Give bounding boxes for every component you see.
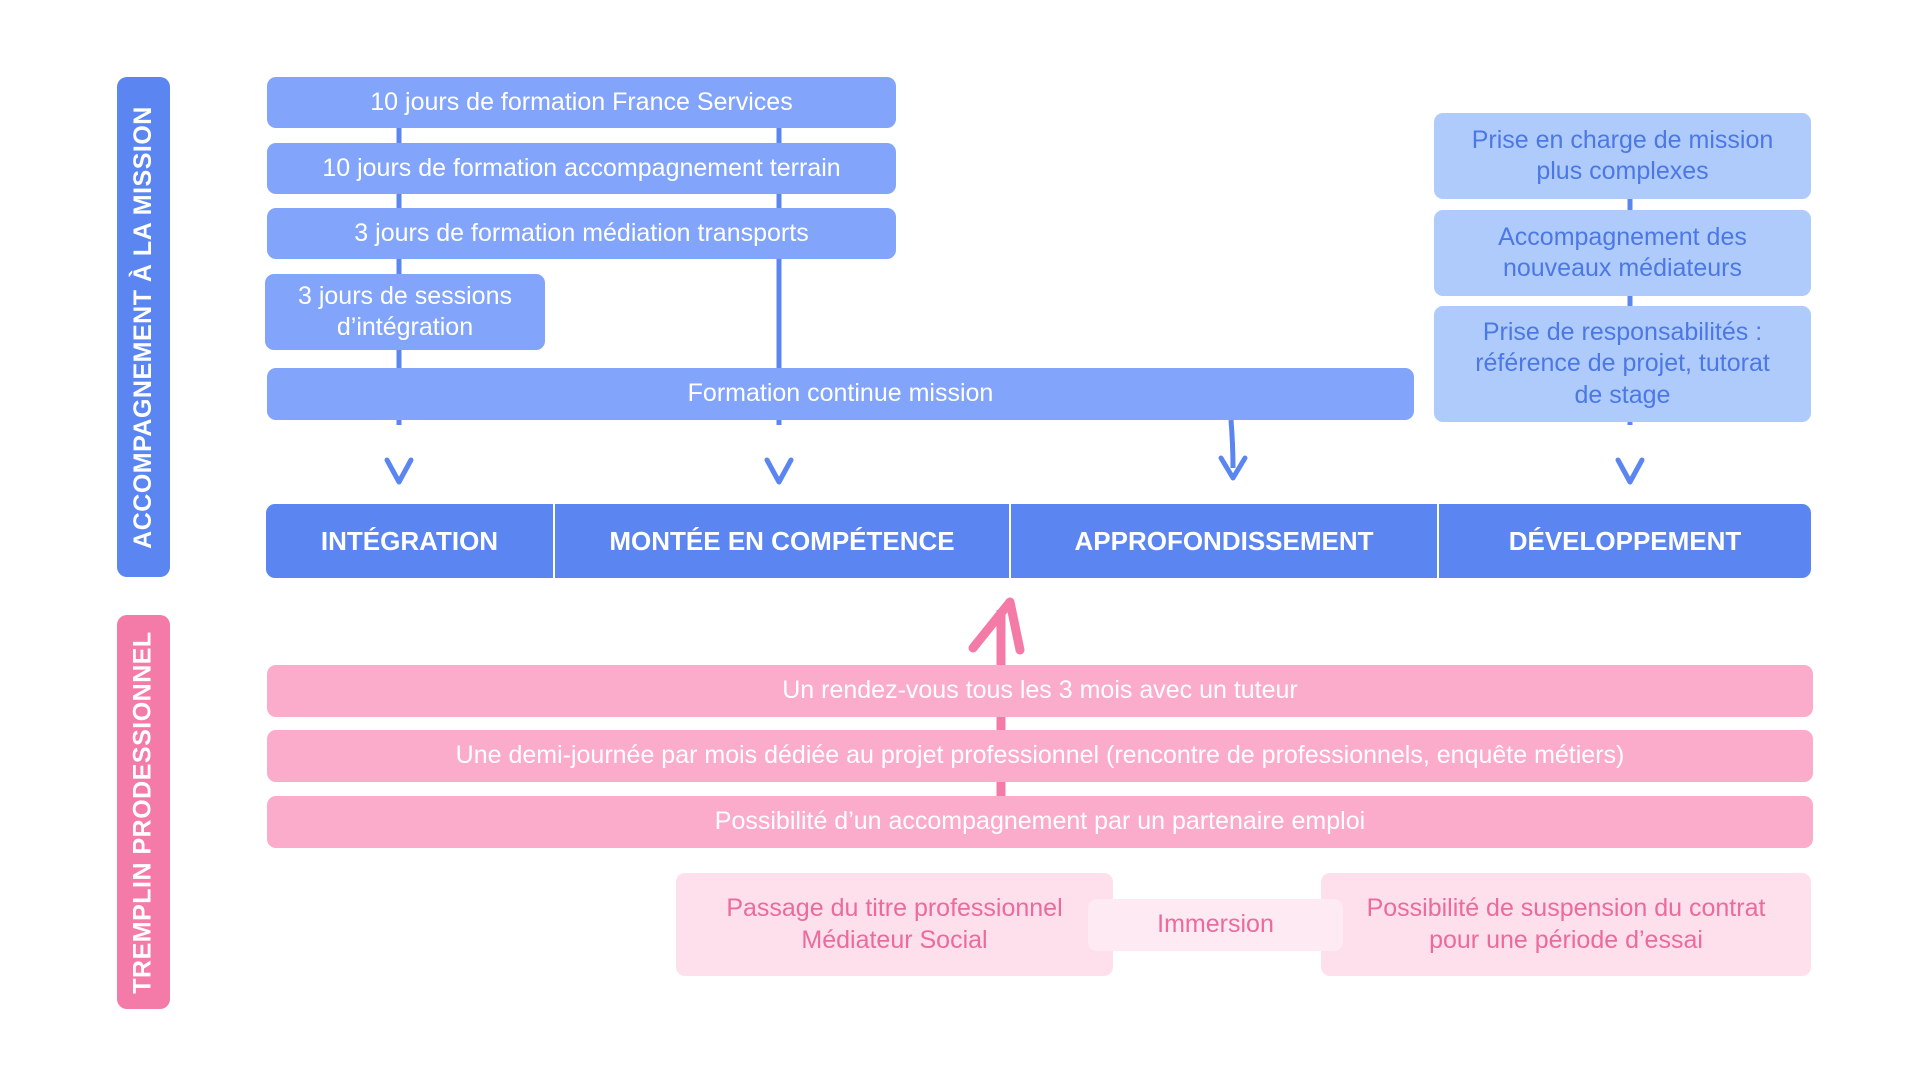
training-box-transports: 3 jours de formation médiation transport… — [267, 208, 896, 259]
phase-approfondissement: APPROFONDISSEMENT — [1009, 504, 1437, 578]
arrow-down-icon — [764, 457, 794, 485]
dev-label: Accompagnement des nouveaux médiateurs — [1498, 222, 1747, 282]
dev-box-responsibilities: Prise de responsabilités : référence de … — [1434, 306, 1811, 422]
phase-label: MONTÉE EN COMPÉTENCE — [609, 525, 955, 556]
tremplin-box-label: Immersion — [1157, 910, 1274, 939]
tremplin-box-label: Possibilité de suspension du contrat pou… — [1366, 894, 1766, 954]
phase-label: DÉVELOPPEMENT — [1508, 525, 1742, 556]
dev-label: Prise de responsabilités : référence de … — [1475, 318, 1770, 409]
phase-montee-competence: MONTÉE EN COMPÉTENCE — [553, 504, 1009, 578]
arrow-down-icon — [1615, 457, 1645, 485]
dev-box-mentoring: Accompagnement des nouveaux médiateurs — [1434, 210, 1811, 296]
tremplin-box-titre: Passage du titre professionnel Médiateur… — [676, 873, 1113, 976]
training-label: 3 jours de sessions d’intégration — [297, 281, 512, 341]
tremplin-bar-tutor: Un rendez-vous tous les 3 mois avec un t… — [267, 665, 1813, 717]
phase-label: INTÉGRATION — [320, 525, 499, 556]
tremplin-bar-partner: Possibilité d’un accompagnement par un p… — [267, 796, 1813, 848]
training-label: 10 jours de formation France Services — [370, 87, 793, 116]
training-label: 10 jours de formation accompagnement ter… — [322, 153, 841, 182]
tremplin-box-label: Passage du titre professionnel Médiateur… — [726, 894, 1063, 954]
dev-label: Prise en charge de mission plus complexe… — [1471, 125, 1774, 185]
phase-label: APPROFONDISSEMENT — [1074, 525, 1374, 556]
training-box-terrain: 10 jours de formation accompagnement ter… — [267, 143, 896, 194]
tremplin-bar-project: Une demi-journée par mois dédiée au proj… — [267, 730, 1813, 782]
phase-developpement: DÉVELOPPEMENT — [1437, 504, 1811, 578]
arrow-down-icon — [384, 457, 414, 485]
training-box-continuous: Formation continue mission — [267, 368, 1414, 420]
connector-line — [1228, 419, 1236, 469]
tremplin-box-suspension: Possibilité de suspension du contrat pou… — [1321, 873, 1811, 976]
arrow-down-icon — [1218, 455, 1248, 481]
dev-box-complex-missions: Prise en charge de mission plus complexe… — [1434, 113, 1811, 199]
arrow-up-icon — [968, 597, 1025, 655]
side-label-mission-text: ACCOMPAGNEMENT À LA MISSION — [129, 105, 158, 549]
training-box-france-services: 10 jours de formation France Services — [267, 77, 896, 128]
side-label-tremplin-text: TREMPLIN PRODESSIONNEL — [129, 630, 158, 994]
side-label-tremplin: TREMPLIN PRODESSIONNEL — [117, 615, 170, 1009]
training-label: Formation continue mission — [687, 379, 994, 408]
training-box-integration-sessions: 3 jours de sessions d’intégration — [265, 274, 545, 350]
training-label: 3 jours de formation médiation transport… — [354, 218, 809, 247]
phase-bar: INTÉGRATION MONTÉE EN COMPÉTENCE APPROFO… — [266, 504, 1811, 578]
tremplin-box-immersion: Immersion — [1088, 899, 1343, 951]
tremplin-label: Possibilité d’un accompagnement par un p… — [714, 807, 1366, 836]
side-label-mission: ACCOMPAGNEMENT À LA MISSION — [117, 77, 170, 577]
phase-integration: INTÉGRATION — [266, 504, 553, 578]
tremplin-label: Un rendez-vous tous les 3 mois avec un t… — [782, 676, 1298, 705]
tremplin-label: Une demi-journée par mois dédiée au proj… — [455, 741, 1625, 770]
